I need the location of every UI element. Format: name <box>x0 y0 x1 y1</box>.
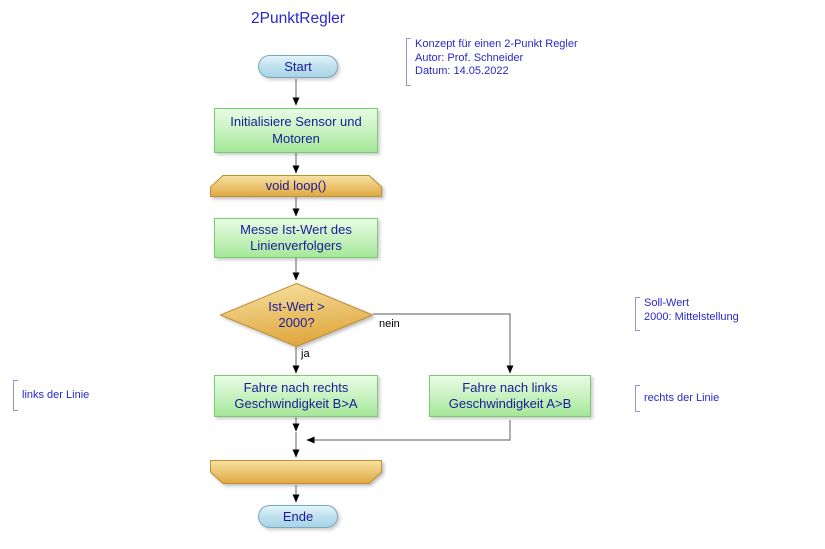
node-loop-end-shape <box>210 460 382 484</box>
node-init-line1: Initialisiere Sensor und <box>230 114 362 129</box>
node-init-line2: Motoren <box>272 130 320 146</box>
annotation-left-of-line-text: links der Linie <box>22 388 90 401</box>
annotation-setpoint-line1: Soll-Wert <box>644 297 690 309</box>
annotation-concept: Konzept für einen 2-Punkt Regler Autor: … <box>406 38 578 86</box>
edge-decision-nein <box>373 313 514 374</box>
node-measure-line2: Linienverfolgers <box>250 238 342 253</box>
annotation-concept-line1: Konzept für einen 2-Punkt Regler <box>415 38 578 50</box>
annotation-concept-text: Konzept für einen 2-Punkt Regler Autor: … <box>415 38 578 86</box>
node-start-label: Start <box>284 59 312 74</box>
node-drive-right-line2: Geschwindigkeit B>A <box>234 396 358 411</box>
edge-label-nein: nein <box>379 318 400 330</box>
node-measure-line1: Messe Ist-Wert des <box>240 221 352 237</box>
bracket-icon <box>406 38 411 86</box>
node-drive-left-line1: Fahre nach links <box>462 379 558 395</box>
annotation-left-of-line: links der Linie <box>13 380 90 411</box>
bracket-icon <box>635 385 640 412</box>
node-drive-left: Fahre nach links Geschwindigkeit A>B <box>429 375 591 417</box>
node-drive-right-line1: Fahre nach rechts <box>243 379 349 395</box>
node-measure: Messe Ist-Wert des Linienverfolgers <box>214 218 378 258</box>
annotation-concept-line2: Autor: Prof. Schneider <box>415 51 524 64</box>
annotation-setpoint: Soll-Wert 2000: Mittelstellung <box>635 297 739 331</box>
node-decision-shape <box>220 283 373 347</box>
bracket-icon <box>635 297 640 331</box>
annotation-setpoint-line2: 2000: Mittelstellung <box>644 310 739 323</box>
node-loop-start-shape <box>210 175 382 197</box>
node-start: Start <box>258 55 338 78</box>
node-init: Initialisiere Sensor und Motoren <box>214 108 378 153</box>
annotation-setpoint-text: Soll-Wert 2000: Mittelstellung <box>644 297 739 331</box>
annotation-right-of-line-text: rechts der Linie <box>644 391 720 404</box>
annotation-right-of-line: rechts der Linie <box>635 385 720 412</box>
bracket-icon <box>13 380 18 411</box>
diagram-title: 2PunktRegler <box>251 10 345 27</box>
edge-driveleft-merge <box>306 420 511 444</box>
node-drive-left-line2: Geschwindigkeit A>B <box>448 396 572 411</box>
node-end-label: Ende <box>282 509 314 524</box>
node-drive-right: Fahre nach rechts Geschwindigkeit B>A <box>214 375 378 417</box>
node-end: Ende <box>258 505 338 528</box>
annotation-concept-line3: Datum: 14.05.2022 <box>415 65 509 77</box>
edge-label-ja: ja <box>301 348 310 360</box>
